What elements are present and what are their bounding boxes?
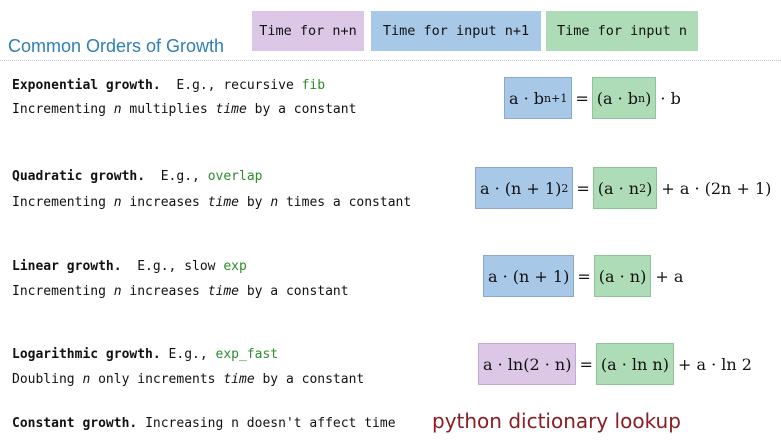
desc-var-n: n [82,372,91,387]
exponential-heading-line: Exponential growth. E.g., recursive fib [12,78,325,93]
desc-text: by [246,195,263,210]
formula-tail: + a · (2n + 1) [661,178,772,198]
logarithmic-formula: a · ln(2 · n) = (a · ln n) + a · ln 2 [478,343,756,385]
logarithmic-heading-line: Logarithmic growth. E.g., exp_fast [12,347,278,362]
exponential-description: Incrementing n multiplies time by a cons… [12,102,356,117]
exponential-eg-fn: fib [301,78,326,93]
logarithmic-heading: Logarithmic growth. [12,347,161,362]
logarithmic-eg-fn: exp_fast [215,347,279,362]
desc-var-n: n [113,102,122,117]
title-divider [0,60,781,61]
exponential-eg-prefix: E.g., recursive [176,78,294,93]
formula-equals: = [575,88,589,108]
desc-text: Doubling [12,372,75,387]
desc-text: by a constant [262,372,365,387]
formula-lhs-n-plus-1: a · (n + 1) [483,255,575,297]
desc-text: multiplies [129,102,208,117]
formula-rhs-n: (a · n) [593,255,652,297]
constant-line: Constant growth. Increasing n doesn't af… [12,416,396,431]
formula-tail: + a · ln 2 [677,354,752,374]
quadratic-description: Incrementing n increases time by n times… [12,195,411,210]
desc-text: only increments [98,372,216,387]
quadratic-eg-prefix: E.g., [160,169,200,184]
desc-var-n: n [113,284,122,299]
logarithmic-description: Doubling n only increments time by a con… [12,372,364,387]
desc-text: times a constant [285,195,412,210]
legend-input-n: Time for input n [546,11,698,51]
desc-text: increases [129,284,200,299]
formula-rhs-n: (a · ln n) [595,343,674,385]
formula-tail: + a [655,266,684,286]
formula-lhs-2n: a · ln(2 · n) [478,343,577,385]
linear-formula: a · (n + 1) = (a · n) + a [483,255,687,297]
exponential-heading: Exponential growth. [12,78,161,93]
desc-time: time [207,284,239,299]
desc-time: time [223,372,255,387]
desc-text: Incrementing [12,284,106,299]
page-title: Common Orders of Growth [8,36,225,56]
linear-eg-fn: exp [223,259,247,274]
linear-heading-line: Linear growth. E.g., slow exp [12,259,247,274]
desc-text: increases [129,195,200,210]
linear-eg-prefix: E.g., slow [137,259,216,274]
desc-time: time [215,102,247,117]
desc-time: time [207,195,239,210]
desc-text: by a constant [246,284,349,299]
logarithmic-eg-prefix: E.g., [168,347,208,362]
formula-tail: · b [660,88,681,108]
handwritten-note: python dictionary lookup [432,409,681,433]
formula-lhs-n-plus-1: a · (n + 1)2 [475,167,574,209]
constant-description: Increasing n doesn't affect time [145,416,396,431]
formula-equals: = [579,354,593,374]
constant-heading: Constant growth. [12,416,138,431]
formula-equals: = [577,266,591,286]
quadratic-heading-line: Quadratic growth. E.g., overlap [12,169,262,184]
linear-description: Incrementing n increases time by a const… [12,284,349,299]
quadratic-heading: Quadratic growth. [12,169,146,184]
desc-text: by a constant [254,102,357,117]
linear-heading: Linear growth. [12,259,122,274]
desc-var-n: n [270,195,279,210]
desc-text: Incrementing [12,102,106,117]
legend-input-n-plus-1: Time for input n+1 [371,11,541,51]
desc-var-n: n [113,195,122,210]
quadratic-eg-fn: overlap [207,169,263,184]
desc-text: Incrementing [12,195,106,210]
legend-n-plus-n: Time for n+n [252,11,364,51]
formula-equals: = [576,178,590,198]
